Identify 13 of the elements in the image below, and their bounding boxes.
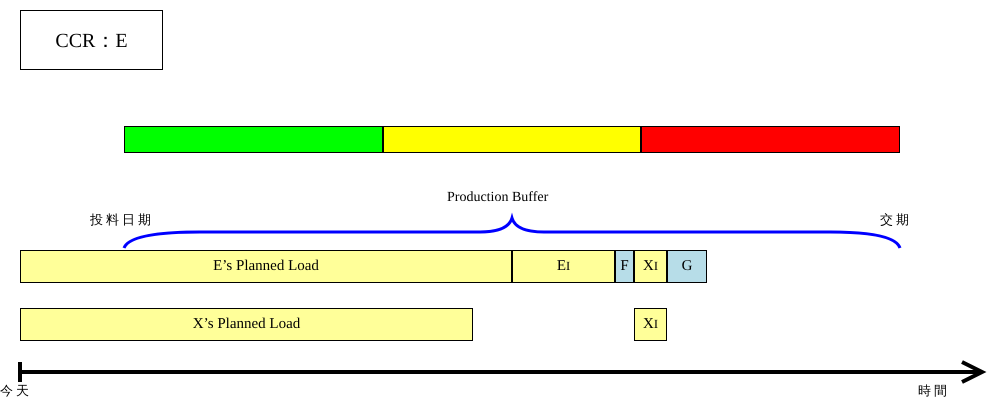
load-block: X’s Planned Load [20, 308, 473, 341]
buffer-zone-bar [124, 126, 383, 153]
buffer-zone-bar [383, 126, 641, 153]
load-block: G [667, 250, 707, 283]
today-label: 今天 [0, 383, 32, 400]
load-block: F [615, 250, 634, 283]
title-box: CCR：E [20, 10, 163, 70]
buffer-zone-bar [641, 126, 900, 153]
release-date-label: 投料日期 [90, 212, 154, 229]
buffer-label: Production Buffer [447, 190, 548, 206]
time-axis-label: 時間 [918, 383, 950, 400]
due-date-label: 交期 [880, 212, 912, 229]
load-block: E’s Planned Load [20, 250, 512, 283]
